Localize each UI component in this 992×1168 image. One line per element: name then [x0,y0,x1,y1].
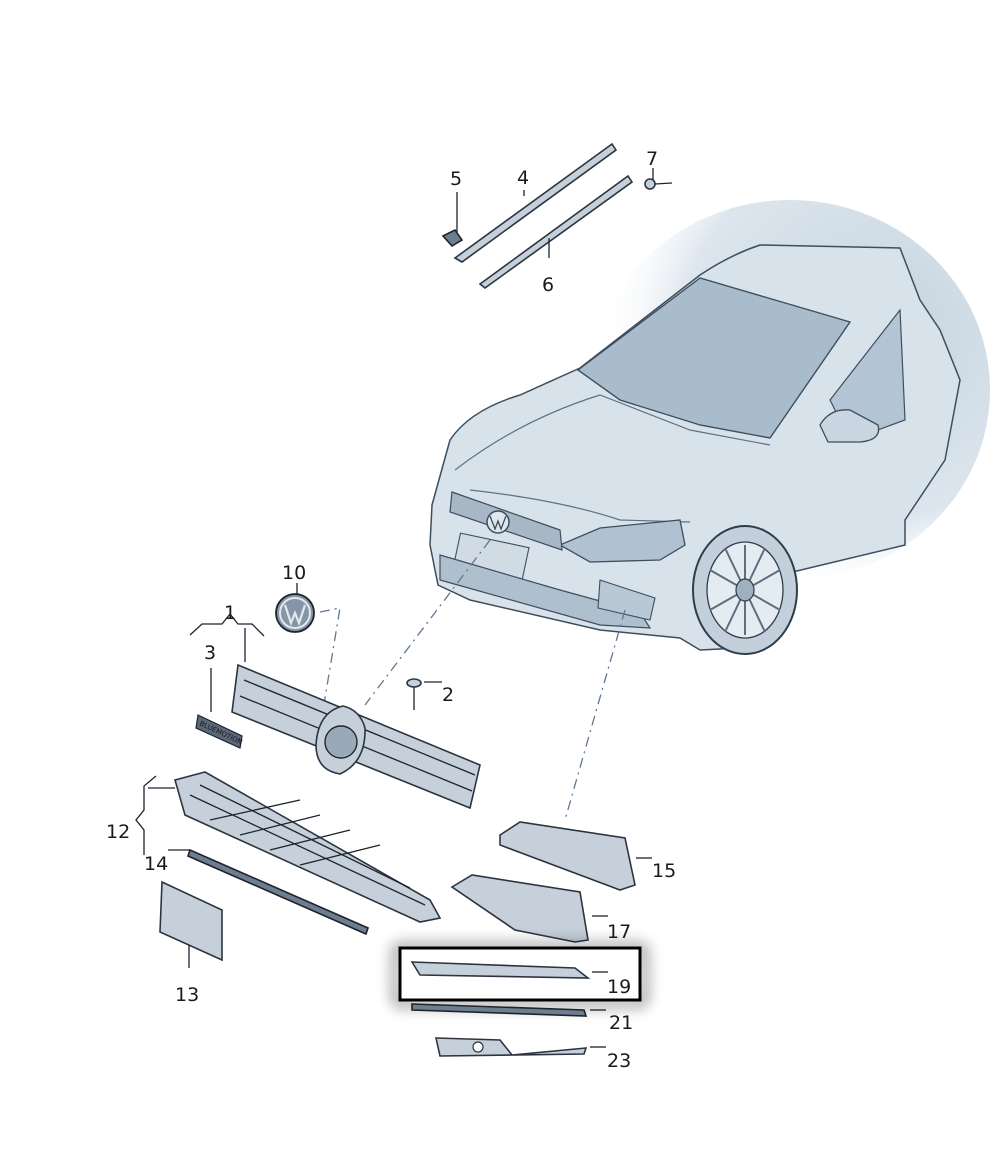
leader-lines [135,168,654,1048]
part-14-strip [187,848,369,936]
callout-5: 5 [450,168,462,190]
car-fog-light-surround [597,579,656,621]
callout-12: 13 [175,984,199,1006]
callout-2: 2 [442,684,454,706]
part-17-fog-light-frame [450,874,589,943]
callout-21: 21 [609,1012,633,1034]
car-front-wheel [692,525,798,655]
callout-6: 6 [542,274,554,296]
callout-labels: 5 4 7 6 10 1 3 2 12 14 13 15 17 19 21 23 [106,148,676,1072]
part-19-trim-strip [410,961,591,979]
callout-3: 3 [204,642,216,664]
part-12-plate-holder [159,880,223,962]
car-mirror [819,409,880,443]
callout-23: 23 [607,1050,631,1072]
callout-13: 12 [106,821,130,843]
part-4-trim-strip [453,142,618,263]
car-windshield [576,277,852,439]
car-hood-crease [469,489,691,523]
callout-14: 14 [144,853,168,875]
car-illustration [429,200,990,655]
part-21-trim-strip [411,1003,588,1017]
car-hood-line [454,394,771,471]
callout-15: 15 [652,860,676,882]
part-2-screw [406,678,422,710]
part-23-trim [434,1037,588,1057]
part-3-badge: BLUEMOTION [195,714,244,749]
part-10-emblem [275,593,315,633]
callout-17: 17 [607,921,631,943]
callout-1: 1 [224,602,236,624]
callout-10: 10 [282,562,306,584]
part-15-fog-light-cover [499,821,636,891]
car-emblem-glyph [489,515,507,531]
part-13-lower-grille [174,771,442,923]
part-7-screw [644,178,673,190]
part-5-clip [441,228,464,248]
assignment-lines [317,539,626,821]
part-1-radiator-grille [231,663,481,810]
callout-4: 4 [517,167,529,189]
callout-19: 19 [607,976,631,998]
callout-7: 7 [646,148,658,170]
part-6-trim-strip [478,174,634,290]
car-headlight [558,519,686,563]
car-lower-grille [439,554,652,629]
